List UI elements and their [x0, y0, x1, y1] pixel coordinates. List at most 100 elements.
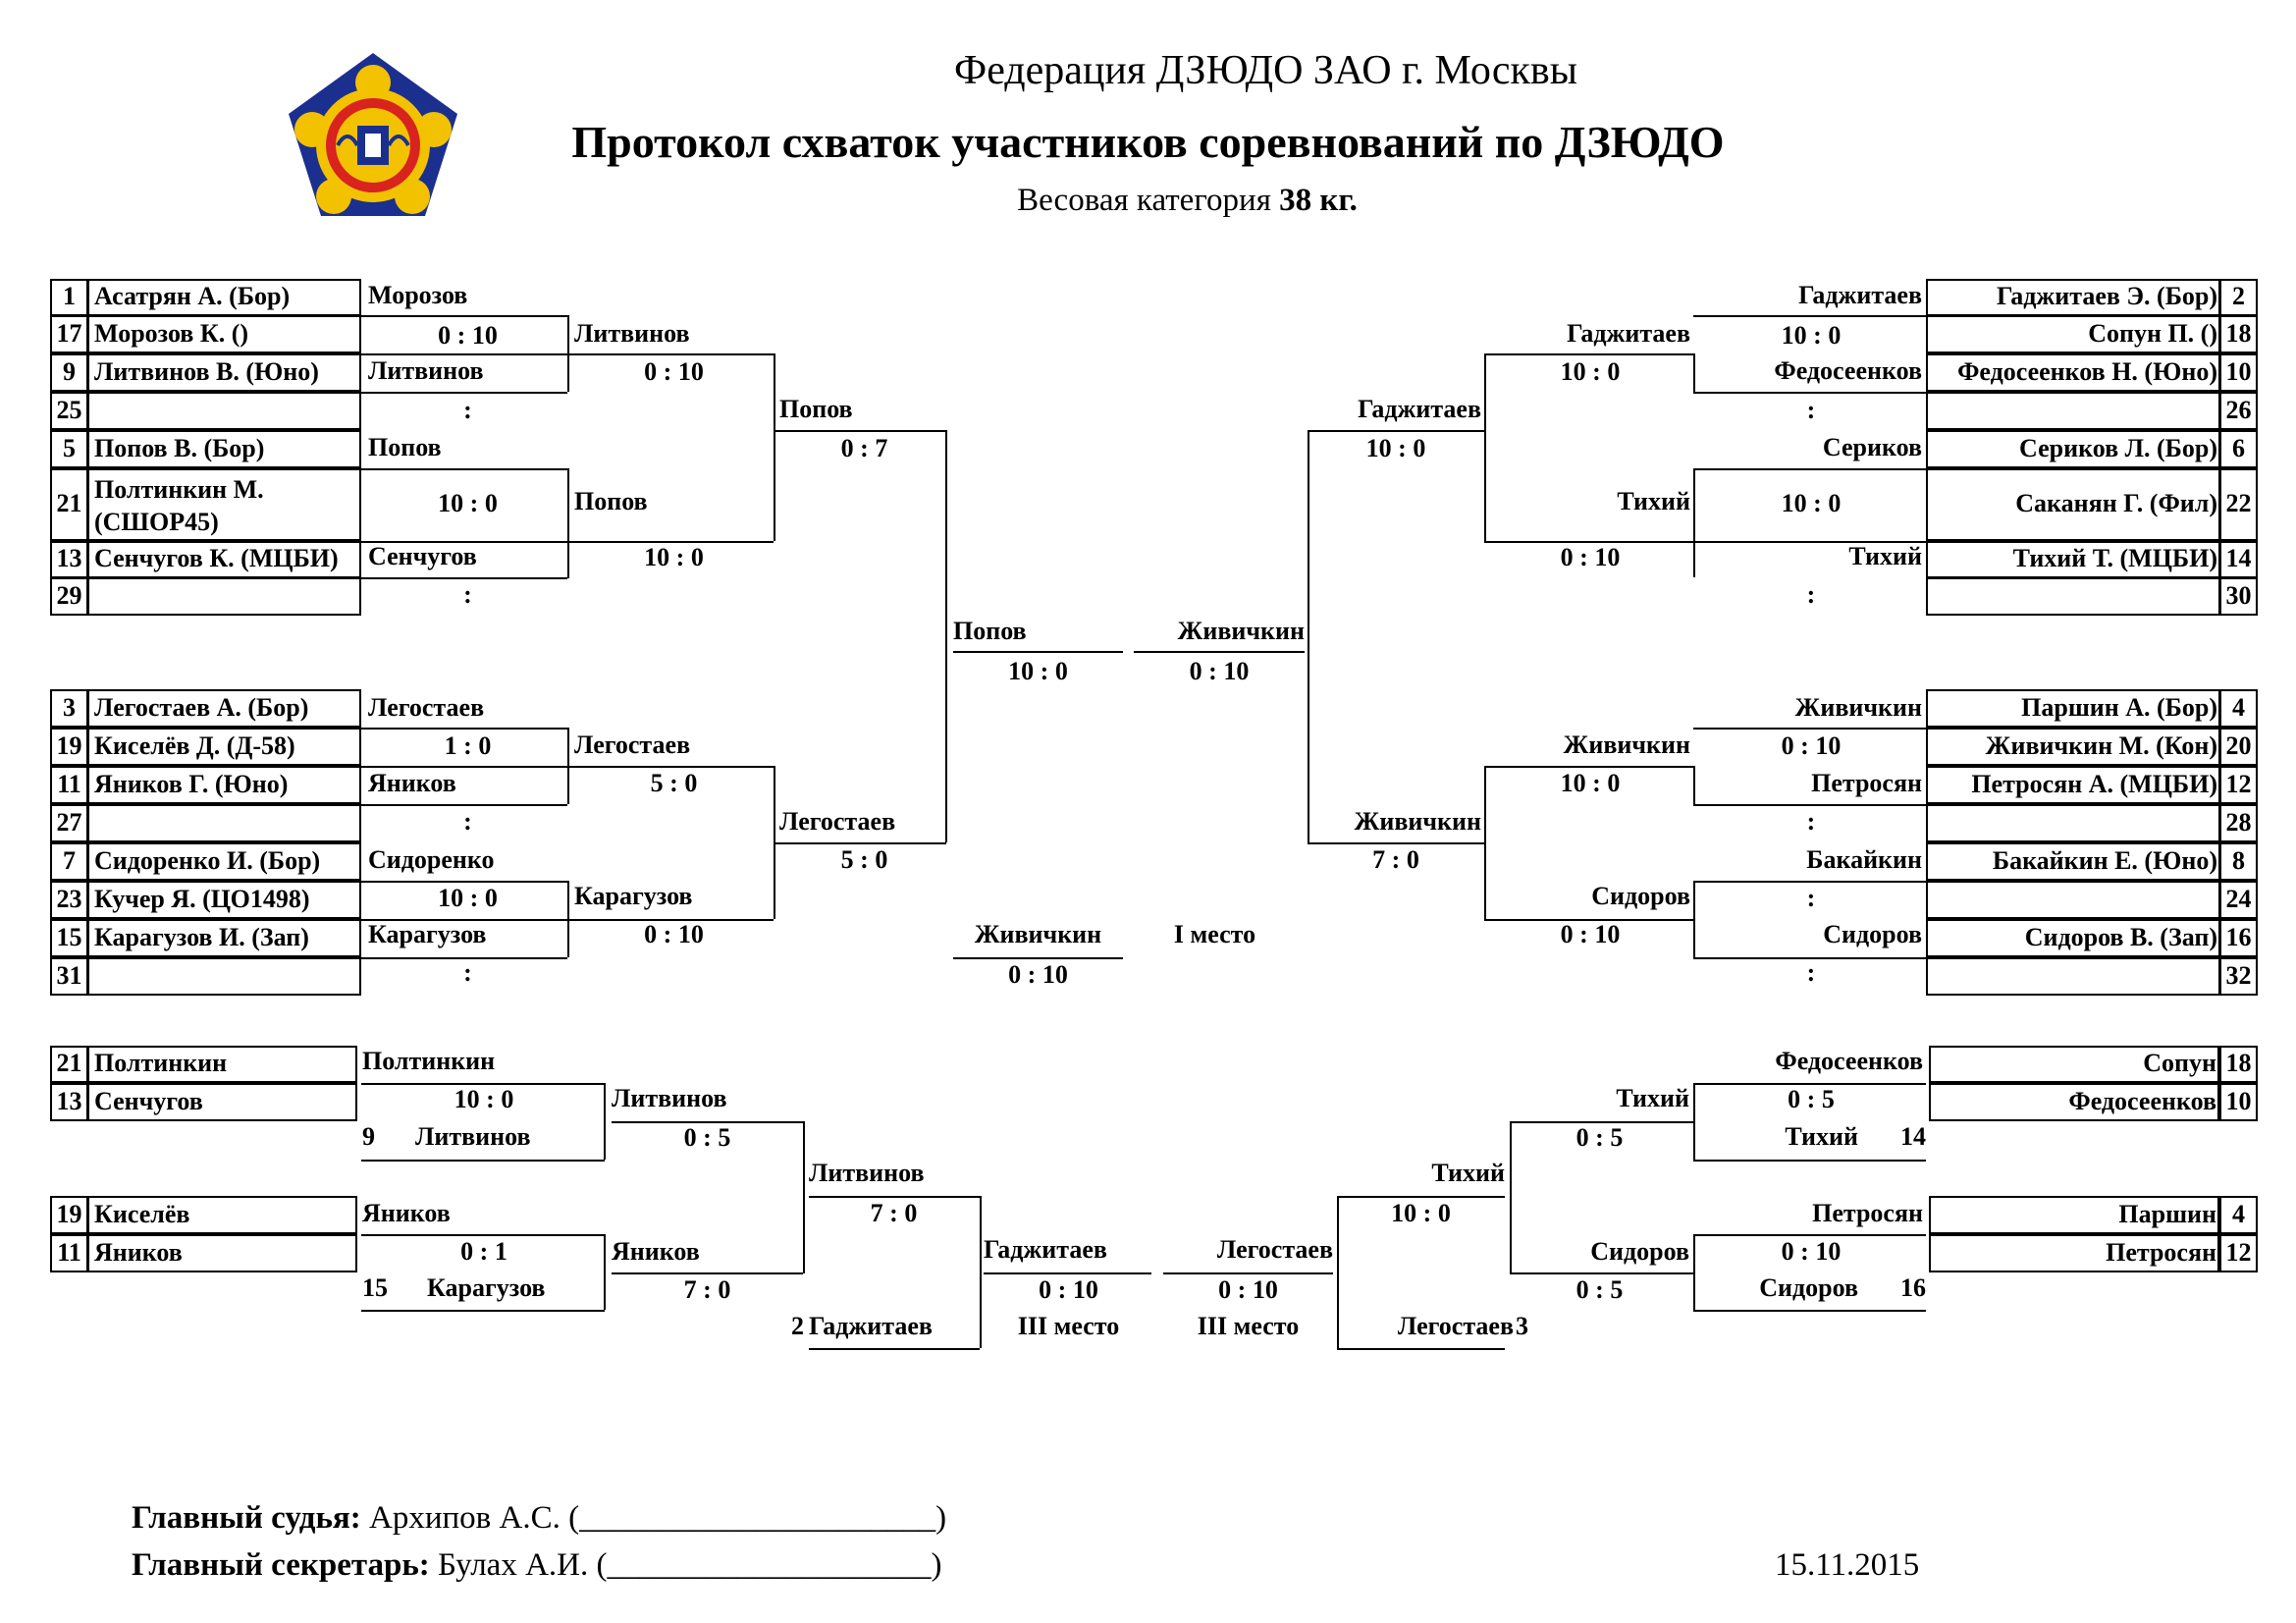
- participant-name-cell: [87, 804, 361, 842]
- bracket-line: [1484, 919, 1693, 921]
- match-score: 0 : 10: [1189, 657, 1250, 685]
- bracket-line: [1693, 315, 1926, 317]
- participant-number-cell: [2219, 315, 2258, 353]
- repechage-number-cell: [2219, 1234, 2258, 1272]
- match-winner: Живичкин: [1794, 693, 1922, 722]
- participant-name-cell: [87, 957, 361, 996]
- participant-number-cell: [2219, 689, 2258, 728]
- participant-name-cell: [87, 881, 361, 919]
- bracket-line: [1693, 1083, 1695, 1160]
- participant-name: Полтинкин М. (СШОР45): [94, 475, 264, 536]
- bracket-line: [1693, 1083, 1926, 1085]
- participant-number: 18: [2225, 319, 2252, 348]
- chief-secretary: Главный секретарь: Булах А.И. (_________…: [132, 1547, 941, 1584]
- seed-number: 9: [362, 1122, 375, 1151]
- match-winner: Гаджитаев: [1358, 395, 1481, 423]
- match-score: 7 : 0: [870, 1199, 918, 1227]
- bracket-line: [361, 766, 567, 768]
- match-score: 0 : 10: [1560, 543, 1621, 571]
- participant-name-cell: [1926, 881, 2220, 919]
- participant-number: 5: [63, 434, 76, 462]
- match-winner: Живичкин: [1177, 617, 1305, 645]
- bracket-line: [803, 1121, 805, 1273]
- repechage-name-cell: [87, 1083, 357, 1121]
- match-winner: Попов: [779, 395, 853, 423]
- match-score: :: [1806, 958, 1816, 987]
- third-place-label: III место: [1197, 1312, 1300, 1340]
- participant-number: 18: [2225, 1049, 2252, 1077]
- incoming-participant: Литвинов: [415, 1122, 531, 1151]
- chief-judge: Главный судья: Архипов А.С. (___________…: [132, 1500, 946, 1537]
- bracket-line: [1693, 881, 1695, 957]
- match-winner: Гаджитаев: [1567, 319, 1690, 348]
- bracket-line: [567, 541, 569, 578]
- match-winner: Яников: [368, 769, 456, 797]
- match-winner: Сидоренко: [368, 845, 495, 874]
- participant-number: 14: [2225, 544, 2252, 572]
- match-score: :: [1806, 807, 1816, 836]
- match-winner: Попов: [953, 617, 1027, 645]
- bracket-line: [1693, 728, 1926, 730]
- bracket-line: [1484, 541, 1693, 543]
- participant-number-cell: [2219, 430, 2258, 468]
- match-winner: Карагузов: [574, 882, 693, 910]
- participant-number: 31: [56, 961, 82, 990]
- match-winner: Морозов: [368, 281, 468, 309]
- participant-number: 26: [2225, 396, 2252, 424]
- participant-name-cell: [87, 728, 361, 766]
- bracket-line: [1337, 1348, 1505, 1350]
- bracket-line: [361, 353, 567, 355]
- match-winner: Федосеенков: [1774, 356, 1922, 385]
- bracket-line: [567, 353, 774, 355]
- match-score: :: [463, 580, 472, 609]
- seed-number: 14: [1900, 1122, 1926, 1151]
- bracket-line: [361, 728, 567, 730]
- match-score: :: [463, 396, 472, 424]
- bracket-line: [1484, 766, 1693, 768]
- participant-name-cell: [87, 353, 361, 392]
- bracket-line: [567, 919, 774, 921]
- match-winner: Литвинов: [809, 1159, 925, 1187]
- participant-number-cell: [2219, 919, 2258, 957]
- match-winner: Яников: [362, 1199, 451, 1227]
- participant-number: 10: [2225, 357, 2252, 386]
- match-score: 10 : 0: [1365, 434, 1426, 462]
- participant-number: 19: [56, 1200, 82, 1228]
- match-score: :: [1806, 580, 1816, 609]
- participant-number: 22: [2225, 489, 2252, 517]
- seed-number: 3: [1516, 1312, 1528, 1340]
- incoming-participant: Тихий: [1785, 1122, 1858, 1151]
- bracket-line: [1484, 353, 1693, 355]
- match-score: 0 : 10: [1008, 960, 1068, 989]
- match-winner: Живичкин: [1354, 807, 1481, 836]
- match-winner: Литвинов: [574, 319, 690, 348]
- repechage-name-cell: [1929, 1234, 2219, 1272]
- participant-name: Яников: [94, 1238, 183, 1267]
- participant-number-cell: [2219, 468, 2258, 541]
- repechage-name-cell: [1929, 1046, 2219, 1083]
- participant-name: Саканян Г. (Фил): [2015, 489, 2217, 517]
- participant-name-cell: [87, 392, 361, 430]
- match-score: 0 : 10: [1039, 1275, 1098, 1304]
- chief-judge-label: Главный судья:: [132, 1500, 361, 1536]
- participant-number: 9: [63, 357, 76, 386]
- bracket-line: [1693, 468, 1695, 577]
- participant-number: 2: [2232, 282, 2245, 310]
- bracket-line: [361, 315, 567, 317]
- participant-number: 12: [2225, 1238, 2252, 1267]
- match-winner: Сидоров: [1823, 920, 1922, 948]
- bracket-line: [361, 881, 567, 883]
- bracket-line: [1693, 468, 1926, 470]
- weight-category-value: 38 кг.: [1279, 183, 1358, 218]
- third-place-label: III место: [1017, 1312, 1120, 1340]
- bracket-line: [567, 881, 569, 919]
- match-winner: Тихий: [1617, 487, 1690, 515]
- match-winner: Легостаев: [368, 693, 485, 722]
- participant-name: Сериков Л. (Бор): [2019, 434, 2217, 462]
- bracket-line: [1484, 353, 1486, 541]
- match-score: 0 : 10: [1218, 1275, 1278, 1304]
- bracket-line: [809, 1196, 980, 1198]
- incoming-participant: Сидоров: [1759, 1273, 1858, 1302]
- participant-number: 11: [57, 1238, 81, 1267]
- participant-name: Сопун П. (): [2088, 319, 2217, 348]
